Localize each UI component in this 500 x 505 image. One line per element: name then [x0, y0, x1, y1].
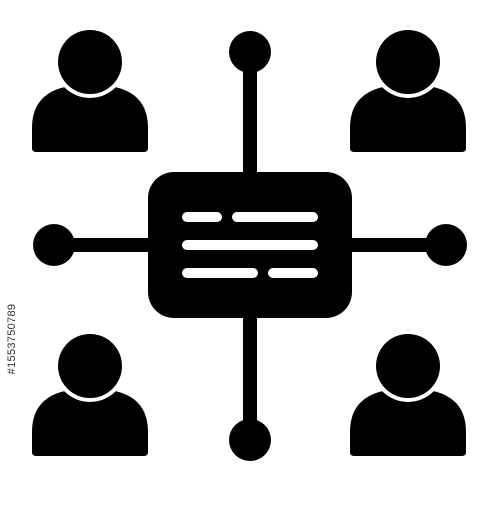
text-line-5 — [268, 268, 318, 278]
connector-line-left — [52, 238, 152, 252]
text-line-2 — [232, 212, 318, 222]
watermark-asset-id: #1553750789 — [6, 303, 18, 375]
text-line-1 — [182, 212, 222, 222]
user-bottom-right-icon — [350, 330, 466, 456]
connector-lines — [52, 52, 448, 438]
connector-line-bottom — [243, 318, 257, 438]
connector-line-right — [348, 238, 448, 252]
user-bottom-left-icon — [32, 330, 148, 456]
connector-line-top — [243, 52, 257, 172]
user-top-left-icon — [32, 26, 148, 152]
node-right-icon — [425, 224, 467, 266]
endpoint-nodes — [33, 31, 467, 461]
node-top-icon — [229, 31, 271, 73]
central-document-icon — [148, 172, 352, 318]
user-top-right-icon — [350, 26, 466, 152]
node-bottom-icon — [229, 419, 271, 461]
text-line-3 — [182, 240, 318, 250]
node-left-icon — [33, 224, 75, 266]
text-line-4 — [182, 268, 258, 278]
